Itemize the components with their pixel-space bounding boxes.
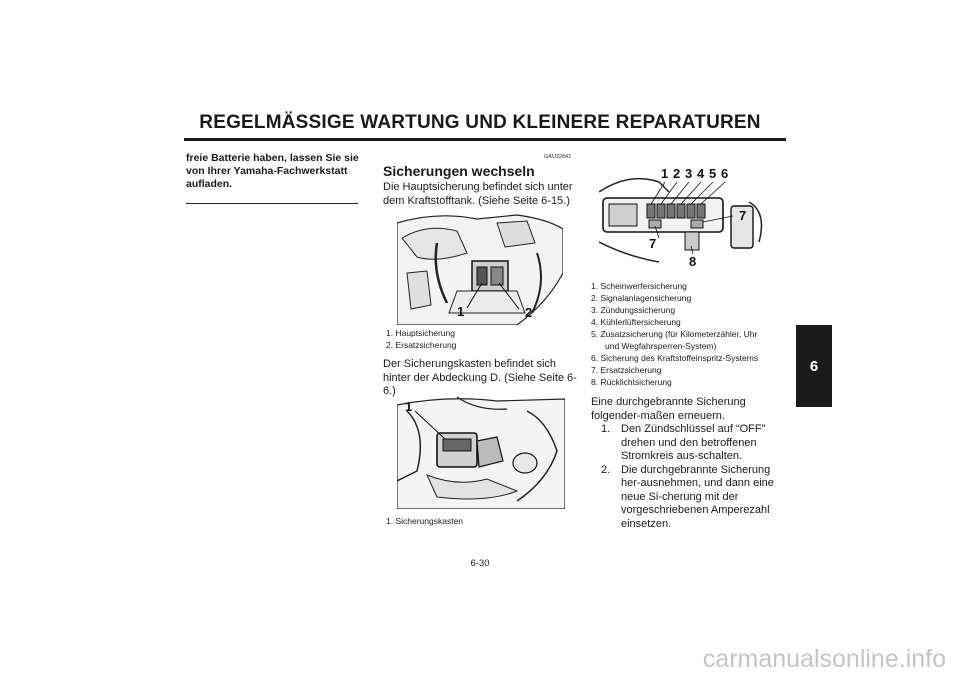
warning-end-rule xyxy=(186,203,358,204)
caption-item: 1. Sicherungskasten xyxy=(386,516,464,526)
fuse-assignment-figure: 1 2 3 4 5 6 7 7 8 xyxy=(599,162,767,274)
chapter-tab[interactable]: 6 xyxy=(796,325,832,407)
section-intro: Die Hauptsicherung befindet sich unter d… xyxy=(383,181,573,207)
caption-item: 2. Ersatzsicherung xyxy=(386,340,457,350)
fuse-box-figure: 1 xyxy=(397,391,565,509)
step-number: 2. xyxy=(601,463,611,476)
caption-item: 2. Signalanlagensicherung xyxy=(591,293,692,303)
figure2-captions: 1. Sicherungskasten xyxy=(386,515,463,527)
figure3-callout-3: 3 xyxy=(685,166,692,181)
watermark-link[interactable]: carmanualsonline.info xyxy=(702,645,946,673)
figure3-callout-4: 4 xyxy=(697,166,705,181)
figure1-callout-2: 2 xyxy=(525,305,532,320)
caption-item: 1. Scheinwerfersicherung xyxy=(591,281,687,291)
caption-item: 6. Sicherung des Kraftstoffeinspritz-Sys… xyxy=(591,353,759,363)
step-text: Den Zündschlüssel auf “OFF” drehen und d… xyxy=(621,423,766,462)
figure3-callout-8: 8 xyxy=(689,254,696,269)
figure3-callout-6: 6 xyxy=(721,166,728,181)
caption-item: 5. Zusatzsicherung (für Kilometerzähler,… xyxy=(591,329,758,339)
caption-item: 8. Rücklichtsicherung xyxy=(591,377,672,387)
replace-steps: 1. Den Zündschlüssel auf “OFF” drehen un… xyxy=(601,423,785,531)
step-item: 1. Den Zündschlüssel auf “OFF” drehen un… xyxy=(601,423,785,464)
page-header-title: REGELMÄSSIGE WARTUNG UND KLEINERE REPARA… xyxy=(199,112,761,133)
figure1-captions: 1. Hauptsicherung 2. Ersatzsicherung xyxy=(386,327,456,351)
figure3-callout-7b: 7 xyxy=(649,236,656,251)
page-number: 6-30 xyxy=(470,558,490,569)
section-title: Sicherungen wechseln xyxy=(383,163,535,179)
caption-item: und Wegfahrsperren-System) xyxy=(605,341,717,351)
main-fuse-figure: 1 2 xyxy=(397,213,563,325)
step-text: Die durchgebrannte Sicherung her-ausnehm… xyxy=(621,463,774,530)
figure3-callout-1: 1 xyxy=(661,166,668,181)
header-rule xyxy=(184,138,786,141)
fusebox-location-text: Der Sicherungskasten befindet sich hinte… xyxy=(383,358,577,397)
warning-text: freie Batterie haben, lassen Sie sie von… xyxy=(186,152,359,190)
figure2-callout-1: 1 xyxy=(405,399,412,414)
figure3-callout-2: 2 xyxy=(673,166,680,181)
caption-item: 1. Hauptsicherung xyxy=(386,328,455,338)
caption-item: 3. Zündungssicherung xyxy=(591,305,676,315)
section-code: GAU32842 xyxy=(544,154,572,160)
caption-item: 7. Ersatzsicherung xyxy=(591,365,662,375)
figure1-callout-1: 1 xyxy=(457,304,464,319)
figure3-callout-7a: 7 xyxy=(739,208,746,223)
figure3-captions: 1. Scheinwerfersicherung 2. Signalanlage… xyxy=(591,280,758,388)
figure3-callout-5: 5 xyxy=(709,166,716,181)
replace-intro: Eine durchgebrannte Sicherung folgender-… xyxy=(591,396,746,422)
step-number: 1. xyxy=(601,423,611,435)
step-item: 2. Die durchgebrannte Sicherung her-ausn… xyxy=(601,464,785,532)
caption-item: 4. Kühlerlüftersicherung xyxy=(591,317,681,327)
